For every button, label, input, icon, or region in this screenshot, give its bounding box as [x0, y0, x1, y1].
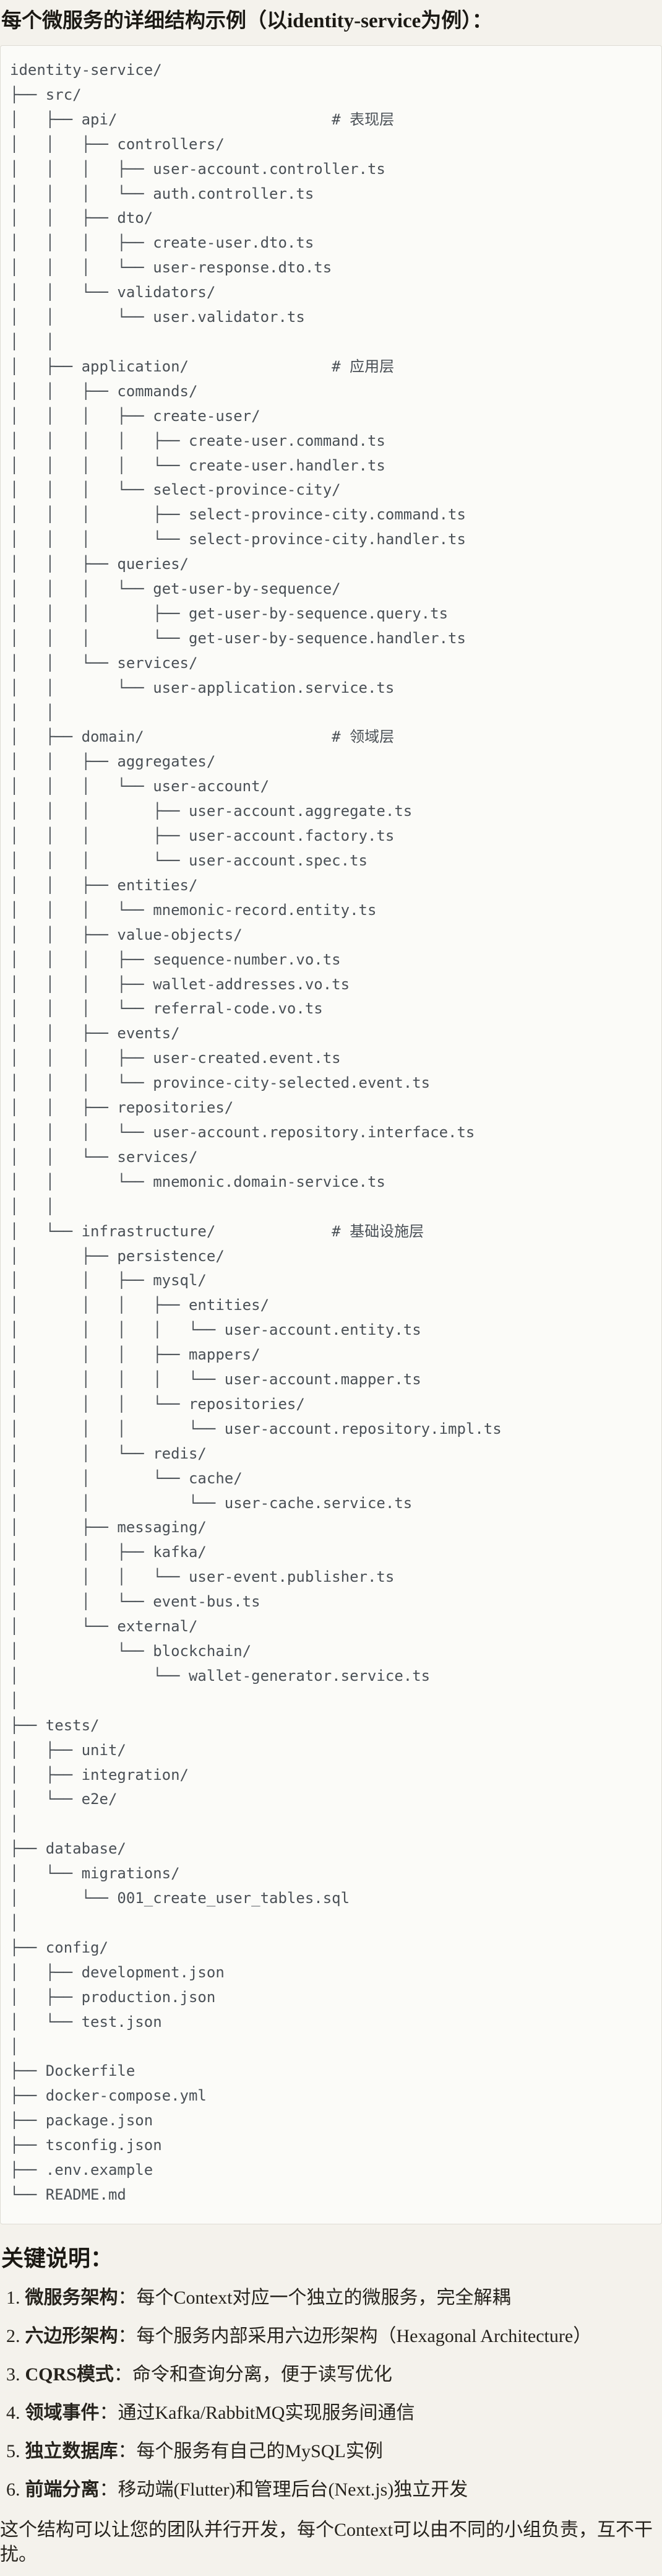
code-block: identity-service/ ├── src/ │ ├── api/ # … [0, 45, 662, 2224]
note-number: 1. [6, 2287, 20, 2308]
note-description: 每个服务内部采用六边形架构（Hexagonal Architecture） [136, 2325, 592, 2346]
directory-tree: identity-service/ ├── src/ │ ├── api/ # … [10, 61, 502, 2203]
note-number: 3. [6, 2364, 20, 2385]
note-description: 命令和查询分离，便于读写优化 [132, 2364, 392, 2385]
closing-paragraph: 这个结构可以让您的团队并行开发，每个Context可以由不同的小组负责，互不干扰… [0, 2519, 653, 2565]
note-separator: ： [99, 2402, 118, 2423]
page-title: 每个微服务的详细结构示例（以identity-service为例）： [1, 10, 492, 32]
note-separator: ： [118, 2440, 137, 2461]
note-description: 每个Context对应一个独立的微服务，完全解耦 [136, 2287, 511, 2308]
note-term: 独立数据库 [25, 2440, 118, 2461]
note-item: 4.领域事件：通过Kafka/RabbitMQ实现服务间通信 [6, 2401, 662, 2425]
note-separator: ： [118, 2325, 137, 2346]
notes-list: 1.微服务架构：每个Context对应一个独立的微服务，完全解耦 2.六边形架构… [0, 2286, 662, 2502]
note-item: 3.CQRS模式：命令和查询分离，便于读写优化 [6, 2362, 662, 2387]
note-number: 2. [6, 2325, 20, 2346]
note-item: 6.前端分离：移动端(Flutter)和管理后台(Next.js)独立开发 [6, 2478, 662, 2502]
note-item: 2.六边形架构：每个服务内部采用六边形架构（Hexagonal Architec… [6, 2324, 662, 2348]
note-number: 5. [6, 2440, 20, 2461]
note-term: 领域事件 [25, 2402, 100, 2423]
notes-heading: 关键说明： [1, 2245, 113, 2271]
note-separator: ： [113, 2364, 132, 2385]
note-number: 4. [6, 2402, 20, 2423]
note-term: CQRS模式 [25, 2364, 114, 2385]
note-description: 每个服务有自己的MySQL实例 [136, 2440, 383, 2461]
note-item: 1.微服务架构：每个Context对应一个独立的微服务，完全解耦 [6, 2286, 662, 2310]
note-description: 移动端(Flutter)和管理后台(Next.js)独立开发 [118, 2479, 468, 2500]
note-separator: ： [99, 2479, 118, 2500]
note-description: 通过Kafka/RabbitMQ实现服务间通信 [118, 2402, 415, 2423]
note-term: 六边形架构 [25, 2325, 118, 2346]
note-term: 前端分离 [25, 2479, 100, 2500]
note-separator: ： [118, 2287, 137, 2308]
note-term: 微服务架构 [25, 2287, 118, 2308]
note-item: 5.独立数据库：每个服务有自己的MySQL实例 [6, 2439, 662, 2463]
note-number: 6. [6, 2479, 20, 2500]
